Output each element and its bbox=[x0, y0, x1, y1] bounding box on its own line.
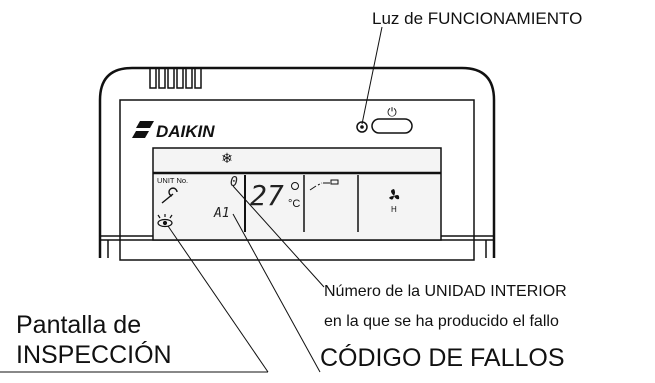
inspection-eye-icon bbox=[157, 214, 173, 228]
power-icon: ⏻ bbox=[387, 105, 397, 119]
airflow-direction-icon bbox=[309, 179, 339, 191]
power-button[interactable] bbox=[371, 118, 413, 134]
indoor-unit-number-label-1: Número de la UNIDAD INTERIOR bbox=[324, 283, 567, 300]
fan-icon bbox=[389, 189, 400, 200]
set-temperature: 27 bbox=[250, 179, 284, 212]
inspection-display-label-2: INSPECCIÓN bbox=[16, 340, 172, 369]
fault-code-label: CÓDIGO DE FALLOS bbox=[320, 343, 565, 372]
fault-code-display: A1 bbox=[213, 206, 230, 221]
brand-name: DAIKIN bbox=[156, 122, 215, 141]
snowflake-icon: ❄ bbox=[221, 151, 233, 167]
unit-no-label: UNIT No. bbox=[157, 176, 188, 185]
operation-light-label: Luz de FUNCIONAMIENTO bbox=[372, 9, 582, 28]
indoor-unit-number-label-2: en la que se ha producido el fallo bbox=[324, 313, 559, 330]
wrench-icon bbox=[161, 187, 178, 204]
leader-lines bbox=[0, 26, 383, 373]
vent-grille bbox=[149, 68, 202, 89]
fan-speed: H bbox=[391, 205, 397, 214]
inspection-display-label-1: Pantalla de bbox=[16, 311, 141, 339]
temperature-unit: °C bbox=[288, 198, 300, 210]
lcd-display bbox=[152, 147, 442, 241]
unit-number: 0 bbox=[230, 175, 238, 190]
daikin-logo: DAIKIN bbox=[132, 121, 215, 141]
